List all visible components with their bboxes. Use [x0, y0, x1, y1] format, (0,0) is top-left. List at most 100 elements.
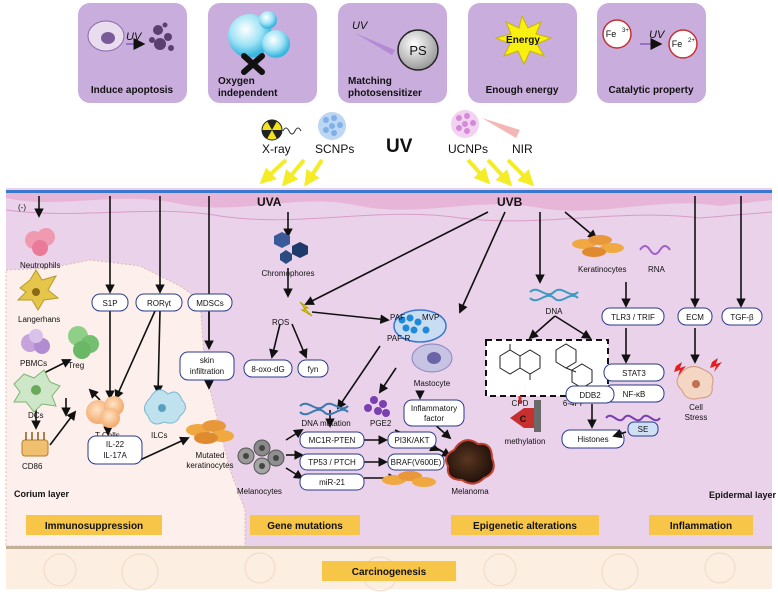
mvp-icon	[393, 309, 447, 343]
carcinogenesis-label: Carcinogenesis	[352, 567, 427, 578]
nir-label: NIR	[512, 142, 533, 156]
uv-label: UV	[649, 29, 666, 41]
inflammatory-factor-node: Inflammatory factor	[403, 399, 465, 427]
skin-infiltration-line2: infiltration	[190, 367, 224, 376]
ecm-node: ECM	[677, 307, 713, 326]
uv-label: UV	[352, 20, 369, 32]
nir-beam-icon	[482, 118, 520, 138]
cross-icon	[241, 53, 265, 75]
epigenetic-badge: Epigenetic alterations	[451, 515, 599, 535]
roryt-node: RORγt	[135, 293, 183, 312]
membrane-line	[6, 190, 772, 193]
inflammatory-factor-line2: factor	[424, 414, 444, 423]
methylation-c-label: C	[520, 414, 527, 424]
histones-node: Histones	[561, 429, 625, 449]
fe2-label: Fe	[672, 39, 683, 49]
il22-label: IL-22	[106, 440, 125, 449]
mdscs-label: MDSCs	[196, 299, 224, 308]
immunosuppression-badge: Immunosuppression	[26, 515, 162, 535]
chromophores-label: Chromophores	[262, 269, 315, 278]
treg-label: Treg	[68, 361, 84, 370]
fe2-ion-icon	[668, 29, 698, 59]
ddb2-label: DDB2	[579, 391, 601, 400]
tlr3-label: TLR3 / TRIF	[611, 313, 655, 322]
ecm-label: ECM	[686, 313, 704, 322]
il17a-label: IL-17A	[103, 451, 127, 460]
gene-mutations-badge: Gene mutations	[250, 515, 360, 535]
se-label: SE	[638, 425, 649, 434]
mutated-keratinocytes-icon	[186, 420, 234, 444]
ucnps-label: UCNPs	[448, 142, 488, 156]
card-label-line2: independent	[218, 88, 278, 99]
fe3-ion-icon	[602, 19, 632, 49]
pi3k-node: PI3K/AKT	[387, 431, 437, 449]
outcome-labels: Immunosuppression Gene mutations Epigene…	[26, 515, 753, 581]
mvp-label: MVP	[422, 313, 439, 322]
mutated-keratinocytes-line1: Mutated	[196, 451, 225, 460]
skin-layers	[5, 188, 773, 592]
carcinogenesis-badge: Carcinogenesis	[322, 561, 456, 581]
il-node: IL-22 IL-17A	[87, 435, 143, 465]
oxodg-label: 8-oxo-dG	[251, 365, 284, 374]
mc1r-node: MC1R-PTEN	[299, 431, 365, 449]
skin-infiltration-node: skin infiltration	[179, 351, 235, 381]
cpd-structure-icon	[499, 344, 541, 380]
dna-helix-icon	[299, 402, 349, 416]
card-oxygen: Oxygen independent	[208, 3, 317, 103]
melanoma-keratinocytes-icon	[382, 471, 436, 487]
card-label-line1: Matching	[348, 76, 392, 87]
rna-strand-icon	[639, 245, 671, 255]
ps-label: PS	[409, 43, 427, 58]
cell-stress-icon	[674, 358, 722, 400]
dna-helix-icon	[529, 288, 579, 302]
card-photosensitizer: UV PS Matching photosensitizer	[338, 3, 447, 103]
keratinocytes-icon	[572, 235, 624, 257]
keratinocytes-label: Keratinocytes	[578, 265, 626, 274]
cell-stress-line2: Stress	[685, 413, 708, 422]
uva-label: UVA	[257, 195, 282, 209]
mastocyte-icon	[411, 343, 453, 373]
gene-mutations-label: Gene mutations	[267, 521, 343, 532]
braf-label: BRAF(V600E)	[391, 458, 442, 467]
top-cards: UV Induce apoptosis Oxygen independent U…	[78, 3, 706, 103]
immunosuppression-label: Immunosuppression	[45, 521, 143, 532]
inflammatory-factor-line1: Inflammatory	[411, 404, 457, 413]
fe3-label: Fe	[606, 29, 617, 39]
tgfb-node: TGF-β	[721, 307, 763, 326]
ilcs-icon	[144, 389, 186, 425]
oxodg-node: 8-oxo-dG	[243, 359, 293, 378]
mir21-label: miR-21	[319, 478, 345, 487]
pafr-label: PAF-R	[387, 334, 411, 343]
ucnps-particle-icon	[451, 110, 479, 138]
fe3-sup: 3+	[622, 28, 629, 34]
ros-label: ROS	[272, 318, 289, 327]
s1p-node: S1P	[91, 293, 129, 312]
mc1r-label: MC1R-PTEN	[309, 436, 356, 445]
paf-label: PAF	[390, 313, 405, 322]
epidermal-layer-label: Epidermal layer	[709, 490, 777, 500]
minus-label: (-)	[18, 203, 26, 212]
tp53-node: TP53 / PTCH	[299, 453, 365, 471]
rna-label: RNA	[648, 265, 666, 274]
melanocytes-icon	[237, 439, 285, 475]
epigenetic-label: Epigenetic alterations	[473, 521, 577, 532]
uv-label: UV	[126, 31, 143, 43]
cell-stress-line1: Cell	[689, 403, 703, 412]
methylation-icon: C	[510, 400, 541, 432]
dcs-label: DCs	[28, 411, 44, 420]
energy-burst-icon	[494, 14, 553, 66]
fyn-label: fyn	[308, 365, 319, 374]
pp64-structure-icon	[555, 343, 593, 389]
inflammation-label: Inflammation	[670, 521, 732, 532]
pi3k-label: PI3K/AKT	[394, 436, 429, 445]
cd86-label: CD86	[22, 462, 43, 471]
photosensitizer-icon	[397, 29, 439, 71]
pbmcs-icon	[21, 329, 50, 354]
tp53-label: TP53 / PTCH	[308, 458, 356, 467]
card-label-line2: photosensitizer	[348, 88, 422, 99]
card-energy: Energy Enough energy	[468, 3, 577, 103]
melanoma-label: Melanoma	[451, 487, 489, 496]
treg-icon	[68, 326, 99, 359]
methylation-label: methylation	[505, 437, 546, 446]
